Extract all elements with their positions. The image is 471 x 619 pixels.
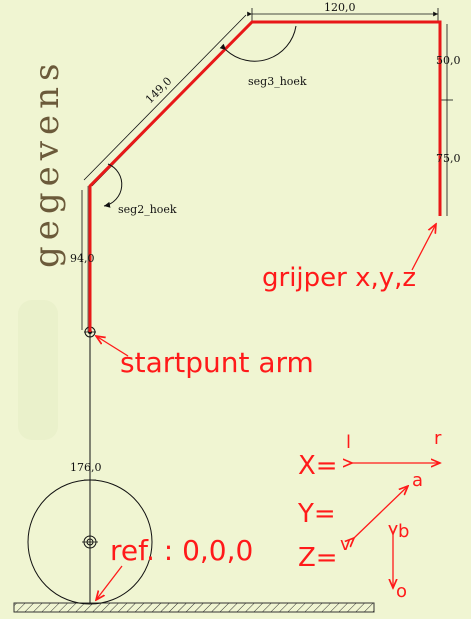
- y-v-letter: v: [340, 534, 351, 555]
- dim-drop-lower: 75,0: [436, 152, 461, 165]
- reference-pointer: [96, 565, 123, 600]
- dim-seg1-length: 94,0: [70, 252, 95, 265]
- x-right-letter: r: [434, 428, 442, 449]
- z-b-letter: b: [398, 521, 409, 542]
- start-point-pointer: [96, 336, 129, 357]
- y-axis-arrow: [354, 486, 408, 538]
- gripper-pointer: [411, 224, 436, 271]
- dim-drop-upper: 50,0: [436, 54, 461, 67]
- x-left-letter: l: [346, 432, 351, 453]
- y-a-letter: a: [412, 470, 423, 491]
- seg3-angle-arc: [219, 25, 297, 62]
- start-point-label: startpunt arm: [120, 346, 314, 379]
- z-o-letter: o: [396, 581, 407, 602]
- y-axis-label: Y=: [297, 499, 336, 529]
- seg2-angle-arc: [103, 163, 123, 208]
- dim-seg2-length: 149,0: [143, 75, 174, 106]
- x-axis-label: X=: [298, 451, 338, 481]
- dim-seg3-length: 120,0: [324, 1, 356, 14]
- axes-legend: X= Y= Z= l r a v b o: [297, 428, 442, 602]
- dim-base-height: 176,0: [70, 461, 102, 474]
- z-axis-label: Z=: [298, 543, 338, 573]
- ground: [13, 602, 375, 613]
- watermark: [18, 300, 58, 440]
- seg2-angle-label: seg2_hoek: [118, 203, 177, 216]
- reference-label: ref. : 0,0,0: [110, 534, 253, 567]
- side-title: gegevens: [27, 58, 67, 268]
- robot-arm: [88, 20, 442, 332]
- seg3-angle-label: seg3_hoek: [248, 75, 307, 88]
- gripper-label: grijper x,y,z: [262, 263, 416, 293]
